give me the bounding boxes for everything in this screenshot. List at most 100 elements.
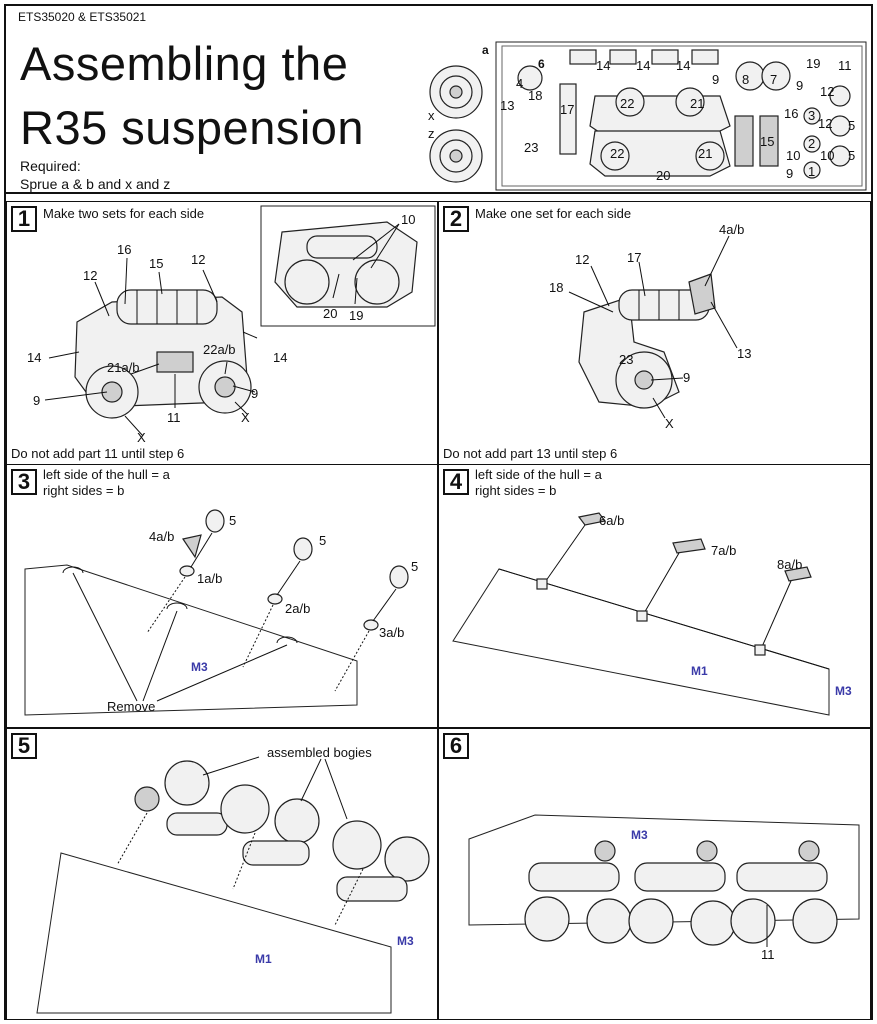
step-3-panel: 3 left side of the hull = a right sides … [6, 464, 438, 728]
step-3-instruction-line1: left side of the hull = a [43, 467, 170, 482]
roller-5b [293, 537, 313, 561]
svg-text:20: 20 [656, 168, 670, 183]
product-code: ETS35020 & ETS35021 [18, 10, 147, 24]
callout: X [241, 410, 250, 425]
svg-text:4: 4 [516, 76, 523, 91]
step-1-footer: Do not add part 11 until step 6 [11, 446, 185, 461]
callout: 16 [117, 242, 131, 257]
bogie-3 [332, 820, 430, 902]
roller-5c [389, 565, 409, 589]
callout: 23 [619, 352, 633, 367]
step-2-panel: 2 Make one set for each side Do not add … [438, 201, 871, 465]
step-4-instruction-line1: left side of the hull = a [475, 467, 602, 482]
sprue-x-label: x [428, 108, 435, 123]
roller-5a [205, 509, 225, 533]
inset-callout: 19 [349, 308, 363, 323]
sprue-z-label: z [428, 126, 435, 141]
callout: 18 [549, 280, 563, 295]
step-5-diagram: assembled bogies M1 M3 [36, 745, 430, 1014]
svg-text:1: 1 [808, 164, 815, 179]
step-4-diagram: 6a/b 7a/b 8a/b M1 M3 [452, 512, 852, 716]
step-5-number: 5 [11, 733, 37, 759]
sprue-a-label: a [482, 43, 489, 57]
callout: 12 [191, 252, 205, 267]
callout: 6a/b [599, 513, 624, 528]
callout: 14 [27, 350, 41, 365]
svg-text:9: 9 [796, 78, 803, 93]
step-1-instruction: Make two sets for each side [43, 206, 205, 221]
callout: 8a/b [777, 557, 802, 572]
svg-text:22: 22 [620, 96, 634, 111]
svg-text:14: 14 [636, 58, 650, 73]
svg-text:19: 19 [806, 56, 820, 71]
callout: 4a/b [719, 222, 744, 237]
svg-text:3: 3 [808, 108, 815, 123]
svg-text:18: 18 [528, 88, 542, 103]
step-1-number: 1 [11, 206, 37, 232]
hull-label-m3: M3 [397, 934, 414, 948]
svg-text:5: 5 [848, 148, 855, 163]
callout: 22a/b [203, 342, 236, 357]
bogie-2 [220, 784, 320, 866]
step-6-number: 6 [443, 733, 469, 759]
callout: 14 [273, 350, 287, 365]
svg-text:15: 15 [760, 134, 774, 149]
svg-text:10: 10 [820, 148, 834, 163]
callout: X [137, 430, 146, 445]
svg-text:10: 10 [786, 148, 800, 163]
installed-bogie-2 [628, 862, 736, 946]
svg-text:7: 7 [770, 72, 777, 87]
callout: 12 [575, 252, 589, 267]
inset-callout: 20 [323, 306, 337, 321]
svg-text:6: 6 [538, 57, 545, 71]
step-4-panel: 4 left side of the hull = a right sides … [438, 464, 871, 728]
step-2-diagram: 4a/b 12 17 18 13 23 9 X [549, 222, 751, 431]
step-3-diagram: 4a/b 5 5 5 1a/b 2a/b 3a/b Remove M3 [24, 509, 418, 716]
sprue-x [429, 65, 483, 119]
step-4-instruction-line2: right sides = b [475, 483, 557, 498]
step-6-diagram: 11 M3 [468, 814, 860, 962]
step-6-panel: 6 11 M3 [438, 728, 871, 1020]
installed-bogie-1 [524, 862, 632, 944]
svg-text:12: 12 [820, 84, 834, 99]
callout: 11 [167, 410, 181, 425]
svg-text:17: 17 [560, 102, 574, 117]
hull-label-m3: M3 [191, 660, 208, 674]
svg-text:9: 9 [712, 72, 719, 87]
svg-text:13: 13 [500, 98, 514, 113]
callout: 2a/b [285, 601, 310, 616]
svg-text:23: 23 [524, 140, 538, 155]
step-3-instruction-line2: right sides = b [43, 483, 125, 498]
step-1-diagram: 16 12 15 12 14 22a/b 14 21a/b 9 9 11 X X… [27, 205, 436, 445]
callout: 9 [683, 370, 690, 385]
step-4-number: 4 [443, 469, 469, 495]
svg-text:9: 9 [786, 166, 793, 181]
step-2-footer: Do not add part 13 until step 6 [443, 446, 618, 461]
svg-text:8: 8 [742, 72, 749, 87]
svg-text:16: 16 [784, 106, 798, 121]
callout: 3a/b [379, 625, 404, 640]
step-5-panel: 5 assembled bogies M1 M3 [6, 728, 438, 1020]
svg-text:14: 14 [676, 58, 690, 73]
callout: 13 [737, 346, 751, 361]
step-1-panel: 1 Make two sets for each side Do not add… [6, 201, 438, 465]
callout: X [665, 416, 674, 431]
hull-label-m1: M1 [691, 664, 708, 678]
sprue-diagram: a x z 6 14 14 14 9 8 7 19 11 4 18 17 13 … [428, 41, 867, 191]
step-2-instruction: Make one set for each side [475, 206, 632, 221]
callout: 11 [761, 947, 775, 962]
svg-text:12: 12 [818, 116, 832, 131]
hull-label-m3: M3 [631, 828, 648, 842]
callout: 5 [319, 533, 326, 548]
callout: 17 [627, 250, 641, 265]
step-3-number: 3 [11, 469, 37, 495]
page-title-line1: Assembling the [20, 37, 349, 90]
sprue-z [429, 129, 483, 183]
required-label: Required: [20, 158, 81, 174]
callout-assembled-bogies: assembled bogies [267, 745, 372, 760]
callout: 5 [229, 513, 236, 528]
callout: 9 [33, 393, 40, 408]
svg-text:22: 22 [610, 146, 624, 161]
callout: 21a/b [107, 360, 140, 375]
callout-remove: Remove [107, 699, 155, 714]
